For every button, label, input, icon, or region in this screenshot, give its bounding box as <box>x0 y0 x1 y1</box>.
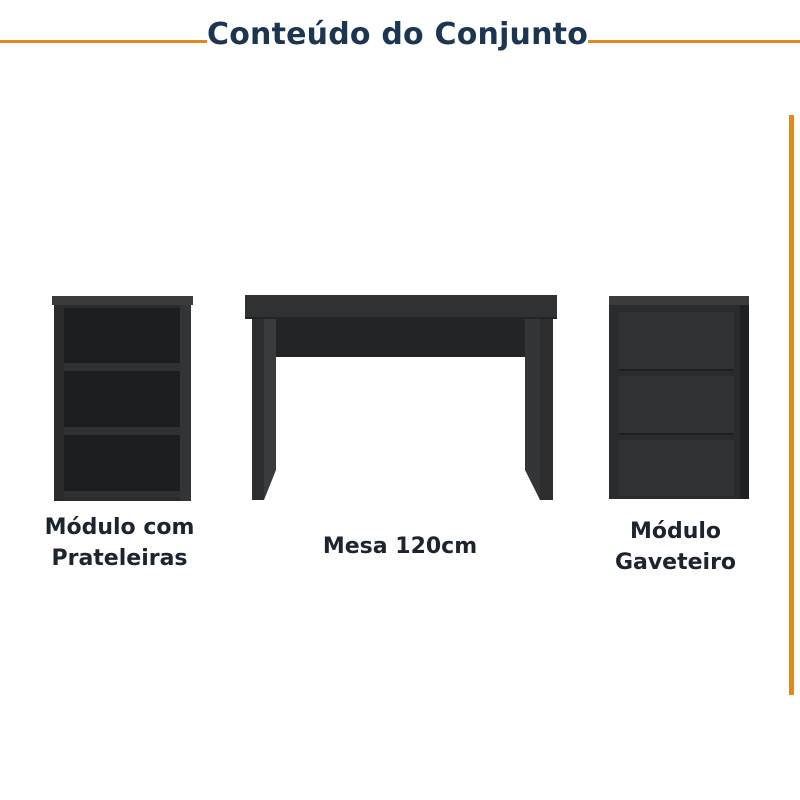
desk-label: Mesa 120cm <box>322 534 478 559</box>
drawer-module-label: Módulo Gaveteiro <box>614 519 737 575</box>
header-rule-left <box>0 40 207 43</box>
header-rule-right <box>588 40 800 43</box>
shelf-module-label: Módulo com Prateleiras <box>44 515 195 571</box>
desk-image <box>245 295 557 500</box>
side-accent-bar <box>789 115 794 695</box>
drawer-cabinet-image <box>609 296 749 499</box>
shelf-cabinet-image <box>52 296 193 501</box>
page-title: Conteúdo do Conjunto <box>207 17 589 52</box>
